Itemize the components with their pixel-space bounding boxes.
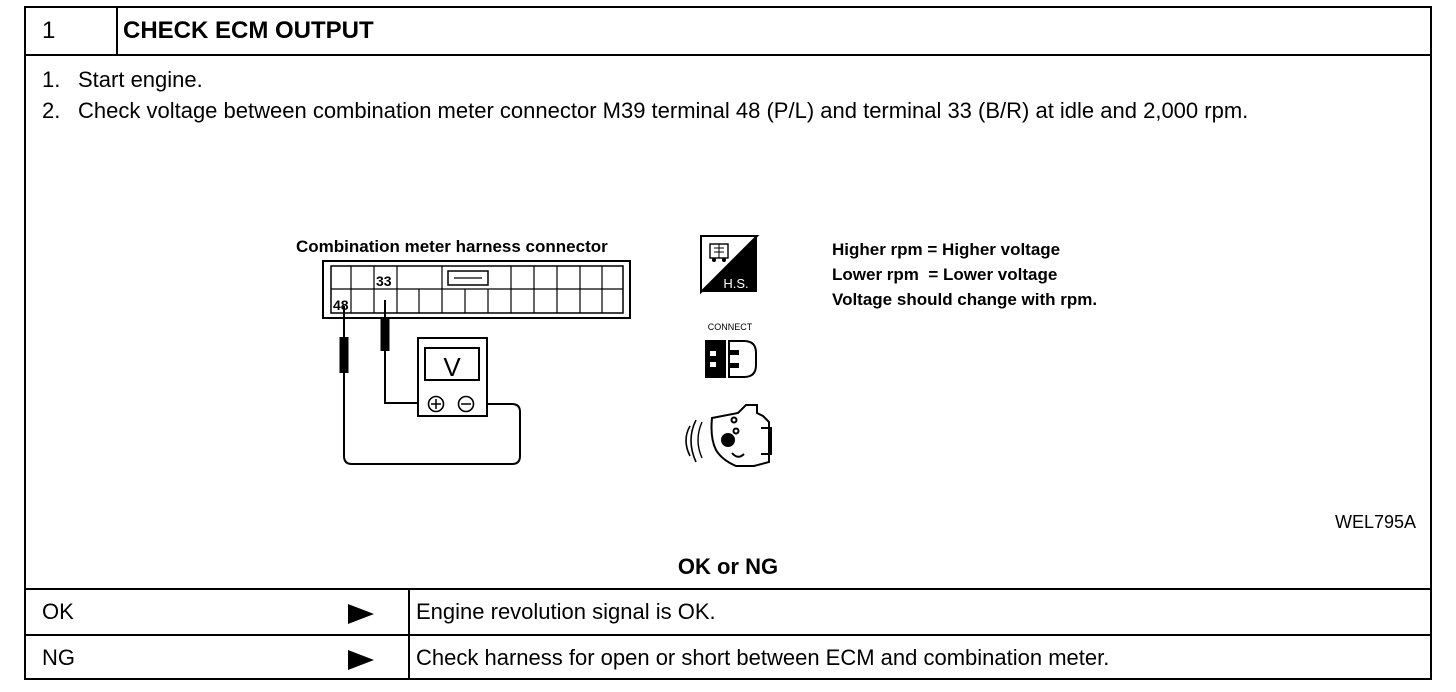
instruction-number: 2. <box>42 98 61 123</box>
result-action: Check harness for open or short between … <box>416 645 1110 670</box>
result-row-ok: OK Engine revolution signal is OK. <box>26 588 1430 634</box>
instruction-item: 2. Check voltage between combination met… <box>42 95 1398 126</box>
voltmeter-symbol: V <box>443 352 461 382</box>
result-row-ng: NG Check harness for open or short betwe… <box>26 634 1430 680</box>
figure-code: WEL795A <box>1334 512 1416 532</box>
engine-running-icon <box>685 404 772 467</box>
row-divider <box>408 590 410 634</box>
wiring-diagram: 33 48 V <box>322 235 772 467</box>
header-divider <box>116 8 118 54</box>
step-header: 1 CHECK ECM OUTPUT <box>26 8 1430 56</box>
vehicle-hs-icon <box>700 235 760 295</box>
instruction-text: Check voltage between combination meter … <box>78 98 1249 123</box>
instruction-item: 1. Start engine. <box>42 64 1398 95</box>
hs-label: H.S. <box>723 276 748 291</box>
test-probe-negative <box>339 306 521 465</box>
terminal-33-label: 33 <box>376 273 392 289</box>
connect-icon <box>705 340 757 378</box>
arrow-right-icon <box>348 650 374 670</box>
note-line: Higher rpm = Higher voltage <box>832 240 1061 259</box>
instruction-list: 1. Start engine. 2. Check voltage betwee… <box>42 64 1398 126</box>
instruction-text: Start engine. <box>78 67 203 92</box>
note-line: Voltage should change with rpm. <box>832 290 1098 309</box>
connector-label: Combination meter harness connector <box>296 237 608 256</box>
harness-connector <box>322 260 631 319</box>
connect-label: CONNECT <box>708 322 753 332</box>
step-title: CHECK ECM OUTPUT <box>123 17 374 44</box>
step-number: 1 <box>42 17 56 44</box>
result-label: OK <box>42 599 74 624</box>
result-label: NG <box>42 645 75 670</box>
arrow-right-icon <box>348 604 374 624</box>
wiring-figure: Combination meter harness connector <box>26 8 1430 588</box>
ok-ng-label: OK or NG <box>677 554 779 579</box>
procedure-table: 1 CHECK ECM OUTPUT 1. Start engine. 2. C… <box>24 6 1432 680</box>
note-line: Lower rpm = Lower voltage <box>832 265 1058 284</box>
instruction-number: 1. <box>42 67 61 92</box>
voltmeter <box>417 337 488 417</box>
row-divider <box>408 636 410 680</box>
voltage-notes: Higher rpm = Higher voltage Lower rpm = … <box>832 237 1097 312</box>
result-action: Engine revolution signal is OK. <box>416 599 716 624</box>
terminal-48-label: 48 <box>333 297 349 313</box>
